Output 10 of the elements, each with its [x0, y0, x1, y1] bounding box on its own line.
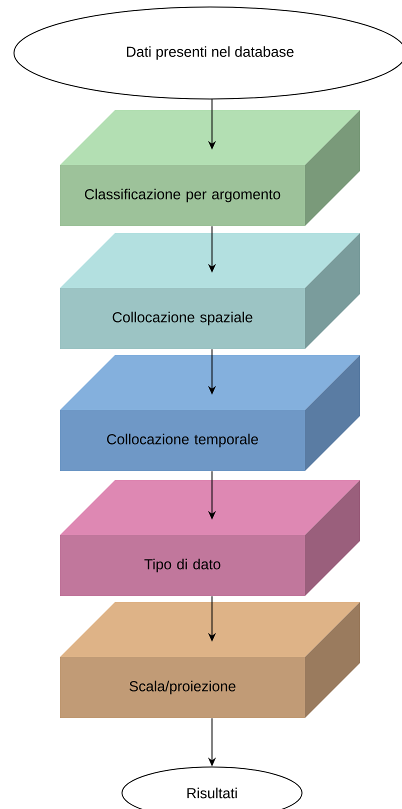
process-block: Collocazione temporale [60, 355, 360, 471]
process-block: Tipo di dato [60, 480, 360, 596]
node-label: Tipo di dato [144, 558, 220, 572]
process-block: Collocazione spaziale [60, 233, 360, 349]
node-label: Collocazione temporale [107, 434, 258, 448]
process-block: Scala/proiezione [60, 602, 360, 718]
node-label: Classificazione per argomento [84, 188, 280, 202]
node-label: Collocazione spaziale [112, 312, 252, 326]
process-block: Classificazione per argomento [60, 110, 360, 226]
node-label: Scala/proiezione [130, 680, 236, 694]
